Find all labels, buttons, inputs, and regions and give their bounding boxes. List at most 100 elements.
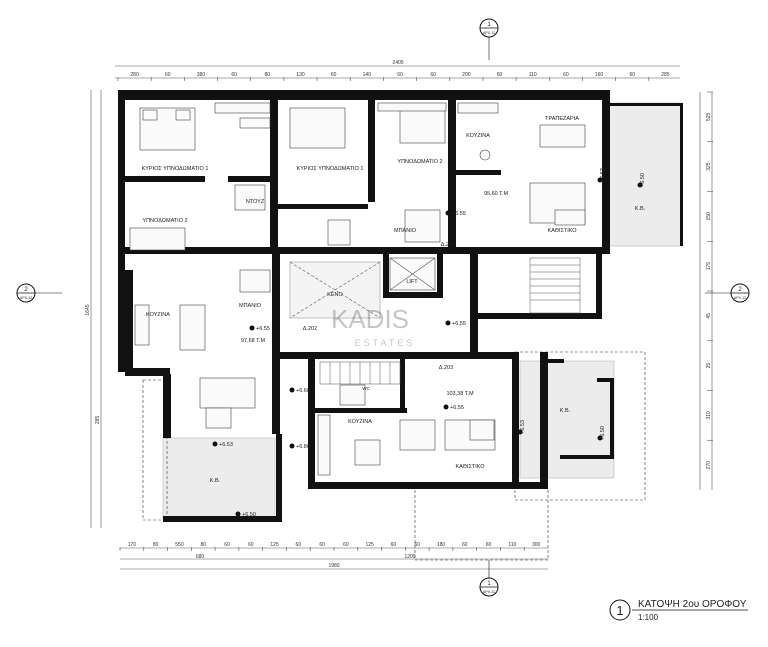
dimension-segment: 25 [706, 363, 712, 369]
dimension-segment: 60 [165, 72, 171, 78]
room-label: ΚΟΥΖΙΝΑ [348, 419, 372, 425]
section-marker-left: 2 ΑΡΧ-12 [16, 283, 62, 303]
dimension-segment: 60 [343, 542, 349, 548]
watermark-sub: ESTATES [355, 338, 416, 348]
apartment-area: 103,38 Τ.Μ [446, 391, 474, 397]
room-label: ΚΑΘΙΣΤΙΚΟ [455, 464, 485, 470]
apartment-id: Δ.202 [303, 326, 317, 332]
room-labels: ΚΥΡΙΟΣ ΥΠΝΟΔΩΜΑΤΙΟ 1 ΥΠΝΟΔΩΜΑΤΙΟ 2 ΝΤΟΥΖ… [142, 116, 646, 484]
room-label: ΝΤΟΥΖ [246, 199, 265, 205]
watermark: KADIS ESTATES [331, 304, 416, 348]
dining-table-1 [539, 124, 586, 148]
bed-4 [129, 227, 186, 251]
dimension-segment: 125 [270, 542, 279, 548]
apartment-tags: 95,60 Τ.Μ Δ.201 97,68 Τ.Μ Δ.202 103,38 Τ… [241, 191, 508, 397]
room-label: ΥΠΝΟΔΩΜΑΤΙΟ 2 [142, 218, 187, 224]
dimension-segment: 60 [462, 542, 468, 548]
room-label: ΚΟΥΖΙΝΑ [466, 133, 490, 139]
section-ref: ΑΡΧ-11 [483, 590, 495, 594]
walls [118, 90, 683, 522]
dimension-segment: 60 [248, 542, 254, 548]
room-label: LIFT [406, 279, 418, 285]
dimension-segment: 170 [128, 542, 137, 548]
dimension-segment: 175 [706, 262, 712, 271]
dimension-segment: 60 [629, 72, 635, 78]
room-label: ΚΥΡΙΟΣ ΥΠΝΟΔΩΜΑΤΙΟ 1 [297, 166, 364, 172]
drawing-number: 1 [616, 603, 623, 618]
dimension-segment: 300 [532, 542, 541, 548]
dimension-segment: 285 [661, 72, 670, 78]
room-label: ΜΠΑΝΙΟ [239, 303, 262, 309]
dimension-segment: 160 [595, 72, 604, 78]
dimension-segment: 80 [265, 72, 271, 78]
room-label: ΜΠΑΝΙΟ [394, 228, 417, 234]
bed-2 [289, 107, 346, 149]
dimension-segment: 60 [231, 72, 237, 78]
dim-bottom-total: 1980 [328, 563, 339, 569]
level-marker: +6.60 [296, 388, 310, 394]
dimension-segment: 80 [200, 542, 206, 548]
section-marker-right: 2 ΑΡΧ-12 [705, 283, 750, 303]
dimension-segment: 60 [397, 72, 403, 78]
dimension-segment: 380 [197, 72, 206, 78]
dimension-segment: 310 [706, 411, 712, 420]
apartment-id: Δ.203 [439, 365, 453, 371]
dimension-segment: 45 [706, 313, 712, 319]
dim-left-sub: 285 [95, 416, 101, 425]
level-marker: +6.50 [242, 512, 256, 518]
level-markers: +6.55 +6.55 +6.55 +6.55 +6.50 +6.53 +6.5… [212, 168, 646, 518]
title-block: 1 ΚΑΤΟΨΗ 2ου ΟΡΟΦΟΥ 1:100 [609, 599, 748, 622]
section-marker-top: 1 ΑΡΧ-11 [479, 18, 499, 60]
section-ref: ΑΡΧ-12 [20, 296, 32, 300]
apartment-area: 95,60 Τ.Μ [484, 191, 508, 197]
apartment-area: 97,68 Τ.Μ [241, 338, 265, 344]
section-ref: ΑΡΧ-12 [734, 296, 746, 300]
room-label: ΚΕΝΟ [327, 292, 343, 298]
dimension-segment: 60 [563, 72, 569, 78]
bed-3 [399, 107, 446, 144]
level-marker: +6.53 [600, 168, 606, 182]
room-label: Κ.Β. [560, 408, 571, 414]
level-marker: +6.55 [450, 405, 464, 411]
dimension-segment: 110 [508, 542, 516, 548]
drawing-scale: 1:100 [638, 613, 659, 622]
staircase-bottom [319, 361, 401, 385]
dimension-segment: 60 [331, 72, 337, 78]
sofa-2 [199, 377, 256, 409]
room-label: Κ.Β. [635, 206, 646, 212]
level-marker: +6.50 [640, 173, 646, 187]
dimension-segment: 140 [363, 72, 372, 78]
level-marker: +6.55 [452, 321, 466, 327]
section-marker-bottom: 1 ΑΡΧ-11 [479, 560, 499, 597]
dimension-segment: 325 [706, 162, 712, 171]
staircase-top [529, 257, 581, 314]
section-number: 1 [487, 581, 491, 587]
balcony-top-right [607, 102, 683, 247]
dimension-segment: 200 [462, 72, 471, 78]
dim-bottom-right: 1200 [404, 554, 415, 560]
dim-left-total: 1645 [85, 304, 91, 315]
apartment-id: Δ.201 [441, 242, 455, 248]
room-label: ΚΑΘΙΣΤΙΚΟ [547, 228, 577, 234]
section-ref: ΑΡΧ-11 [483, 31, 495, 35]
level-marker: +6.55 [452, 211, 466, 217]
dimension-segment: 60 [430, 72, 436, 78]
room-label: ΚΥΡΙΟΣ ΥΠΝΟΔΩΜΑΤΙΟ 1 [142, 166, 209, 172]
dimension-segment: 60 [391, 542, 397, 548]
dimension-segment: 80 [153, 542, 159, 548]
dimension-segment: 525 [706, 112, 712, 121]
dimension-segment: 60 [319, 542, 325, 548]
room-label: ΤΡΑΠΕΖΑΡΙΑ [545, 116, 579, 122]
dimension-segment: 150 [706, 212, 712, 221]
watermark-brand: KADIS [331, 304, 409, 334]
dim-top-total: 2405 [392, 60, 403, 66]
section-number: 1 [487, 22, 491, 28]
level-marker: +6.53 [219, 442, 233, 448]
level-marker: +6.50 [600, 426, 606, 440]
dimension-segment: 60 [296, 542, 302, 548]
dimension-segment: 60 [486, 542, 492, 548]
